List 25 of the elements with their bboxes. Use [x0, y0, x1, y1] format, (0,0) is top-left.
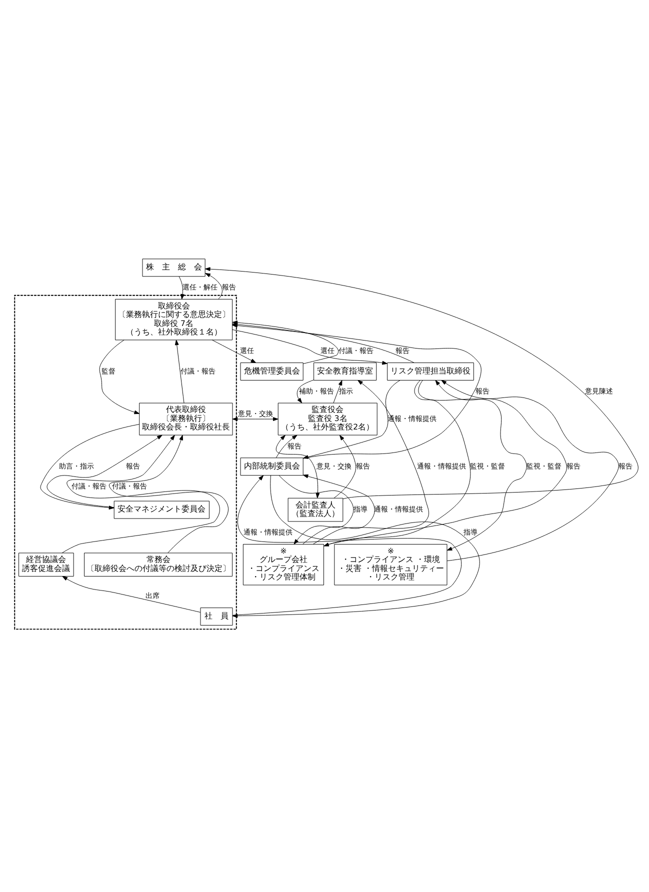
arrow [418, 380, 527, 551]
arrow [99, 340, 140, 414]
arrow [276, 435, 320, 498]
arrow [62, 434, 220, 554]
arrow [296, 380, 314, 404]
arrow [46, 434, 162, 508]
arrow [276, 434, 298, 458]
arrow [312, 380, 430, 544]
arrow [212, 340, 256, 363]
arrow [232, 329, 388, 365]
arrow [324, 380, 471, 546]
arrow [204, 267, 638, 500]
arrow [333, 380, 342, 404]
arrow [278, 475, 354, 544]
arrow [205, 273, 222, 300]
arrow [324, 380, 567, 546]
arrow [441, 380, 619, 562]
arrow [302, 474, 375, 544]
arrow [232, 417, 278, 422]
arrow [334, 434, 356, 498]
arrow [178, 276, 184, 300]
arrow [109, 434, 229, 554]
arrow [62, 576, 201, 613]
arrow [174, 340, 184, 404]
arrow [40, 424, 140, 510]
